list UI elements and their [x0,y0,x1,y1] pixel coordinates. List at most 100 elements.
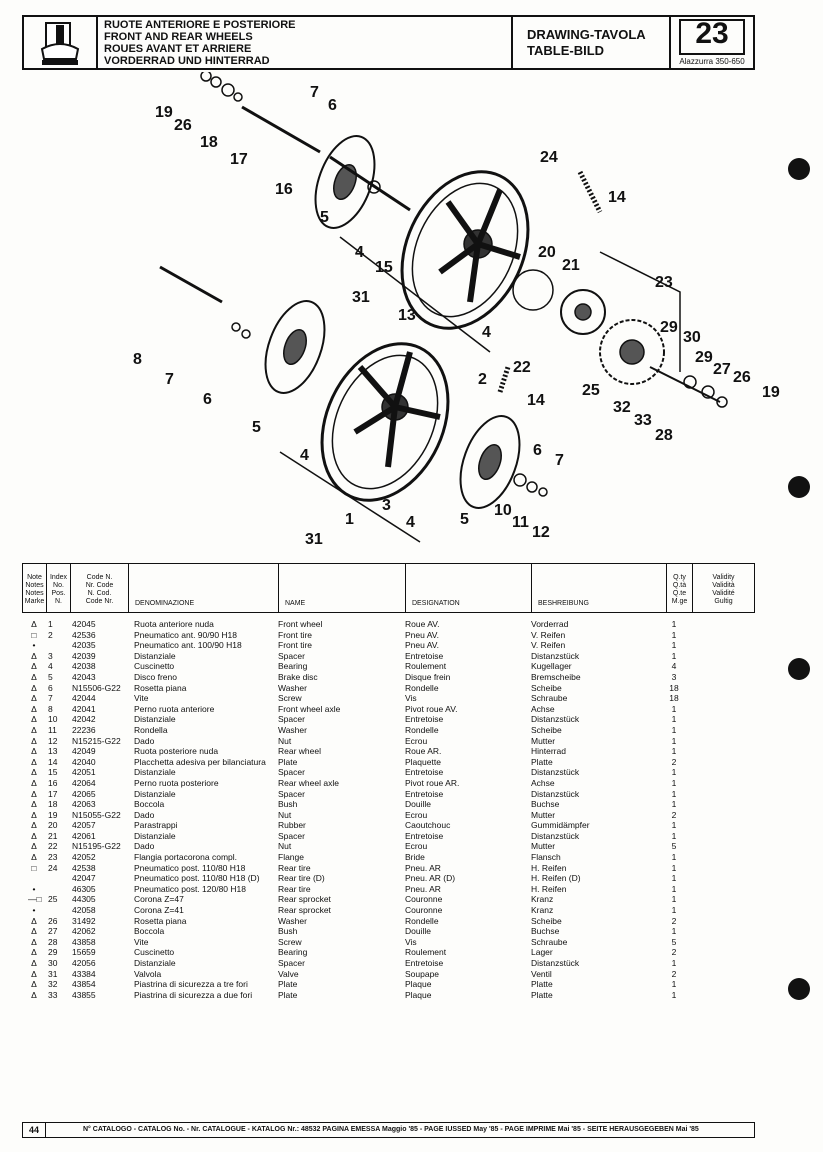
cell-code: 44305 [72,894,96,905]
cell-code: 42057 [72,820,96,831]
cell-mark: Δ [31,682,37,693]
callout: 11 [512,514,529,531]
callout: 6 [203,391,212,408]
callout: 22 [513,359,531,376]
header-box: RUOTE ANTERIORE E POSTERIORE FRONT AND R… [22,15,755,70]
cell-code: 42040 [72,756,96,767]
cell-en: Washer [278,915,307,926]
cell-de: Distanzstück [531,958,580,968]
cell-qty: 1 [671,650,677,661]
cell-mark: Δ [31,936,37,947]
header-qty: Q.ty Q.tà Q.te M.ge [671,574,688,605]
cell-it: Dado [134,735,155,746]
cell-code: 42063 [72,799,96,810]
callout: 17 [230,151,248,168]
cell-en: Rear sprocket [278,905,331,916]
cell-fr: Ecrou [405,735,428,746]
cell-idx: 15 [48,767,58,778]
cell-de: Flansch [531,852,561,863]
callout: 5 [252,419,261,436]
drawing-label: DRAWING-TAVOLA TABLE-BILD [513,17,671,68]
cell-idx: 19 [48,809,58,820]
cell-qty: 1 [671,958,677,968]
cell-code: N15506-G22 [72,682,121,693]
punch-hole [788,978,810,1000]
cell-de: Distanzstück [531,767,580,778]
cell-mark: Δ [31,746,37,757]
cell-code: 42045 [72,619,96,629]
callout: 7 [165,371,174,388]
cell-code: 22236 [72,724,96,735]
cell-mark: Δ [31,809,37,820]
cell-de: Kugellager [531,661,572,672]
cell-fr: Entretoise [405,788,444,799]
cell-code: 42052 [72,852,96,863]
cell-qty: 3 [671,671,677,682]
callout: 33 [634,412,652,429]
callout: 1 [345,511,354,528]
cell-idx: 22 [48,841,58,852]
cell-de: Platte [531,979,553,990]
cell-qty: 1 [671,989,677,1000]
cell-it: Vite [134,936,149,947]
exploded-wheel-diagram: 19 26 18 17 7 6 16 5 24 14 4 15 20 21 23… [133,72,780,548]
cell-code: 42044 [72,693,96,704]
logo-icon [40,21,80,65]
cell-it: Piastrina di sicurezza a due fori [134,989,253,1000]
cell-de: Bremscheibe [531,671,581,682]
cell-it: Pneumatico ant. 90/90 H18 [134,629,238,640]
cell-de: Mutter [531,841,556,852]
cell-qty: 1 [671,735,677,746]
cell-fr: Rondelle [405,915,439,926]
cell-fr: Entretoise [405,830,444,841]
cell-code: 42056 [72,958,96,968]
col-index: Index No. Pos. N. [47,564,71,612]
cell-mark: Δ [31,661,37,672]
cell-idx: 20 [48,820,58,831]
cell-qty: 1 [671,862,677,873]
cell-code: N15195-G22 [72,841,121,852]
header-validity: Validity Validità Validité Gultig [712,574,735,605]
cell-qty: 1 [671,905,677,916]
parts-table-header: Note Notes Notes Marke Index No. Pos. N.… [22,563,755,613]
callout: 12 [532,524,550,541]
cell-it: Pneumatico post. 110/80 H18 (D) [134,873,260,884]
cell-mark: Δ [31,958,37,968]
col-it: DENOMINAZIONE [129,564,279,612]
cell-fr: Soupape [405,968,440,979]
cell-qty: 1 [671,714,677,725]
cell-code: 43384 [72,968,96,979]
cell-code: 42049 [72,746,96,757]
cell-de: Distanzstück [531,830,580,841]
cell-de: Lager [531,947,553,958]
cell-idx: 33 [48,989,58,1000]
cell-en: Spacer [278,650,305,661]
cell-fr: Rondelle [405,724,439,735]
cell-idx: 1 [48,619,53,629]
cell-mark: Δ [31,852,37,863]
callout: 6 [328,97,337,114]
cell-it: Dado [134,809,155,820]
cell-idx: 12 [48,735,58,746]
col-fr: DESIGNATION [406,564,532,612]
title-line: FRONT AND REAR WHEELS [104,31,253,43]
cell-en: Valve [278,968,299,979]
cell-qty: 1 [671,703,677,714]
cell-en: Screw [278,936,302,947]
cell-en: Bearing [278,661,308,672]
cell-code: 42038 [72,661,96,672]
cell-code: 43858 [72,936,96,947]
